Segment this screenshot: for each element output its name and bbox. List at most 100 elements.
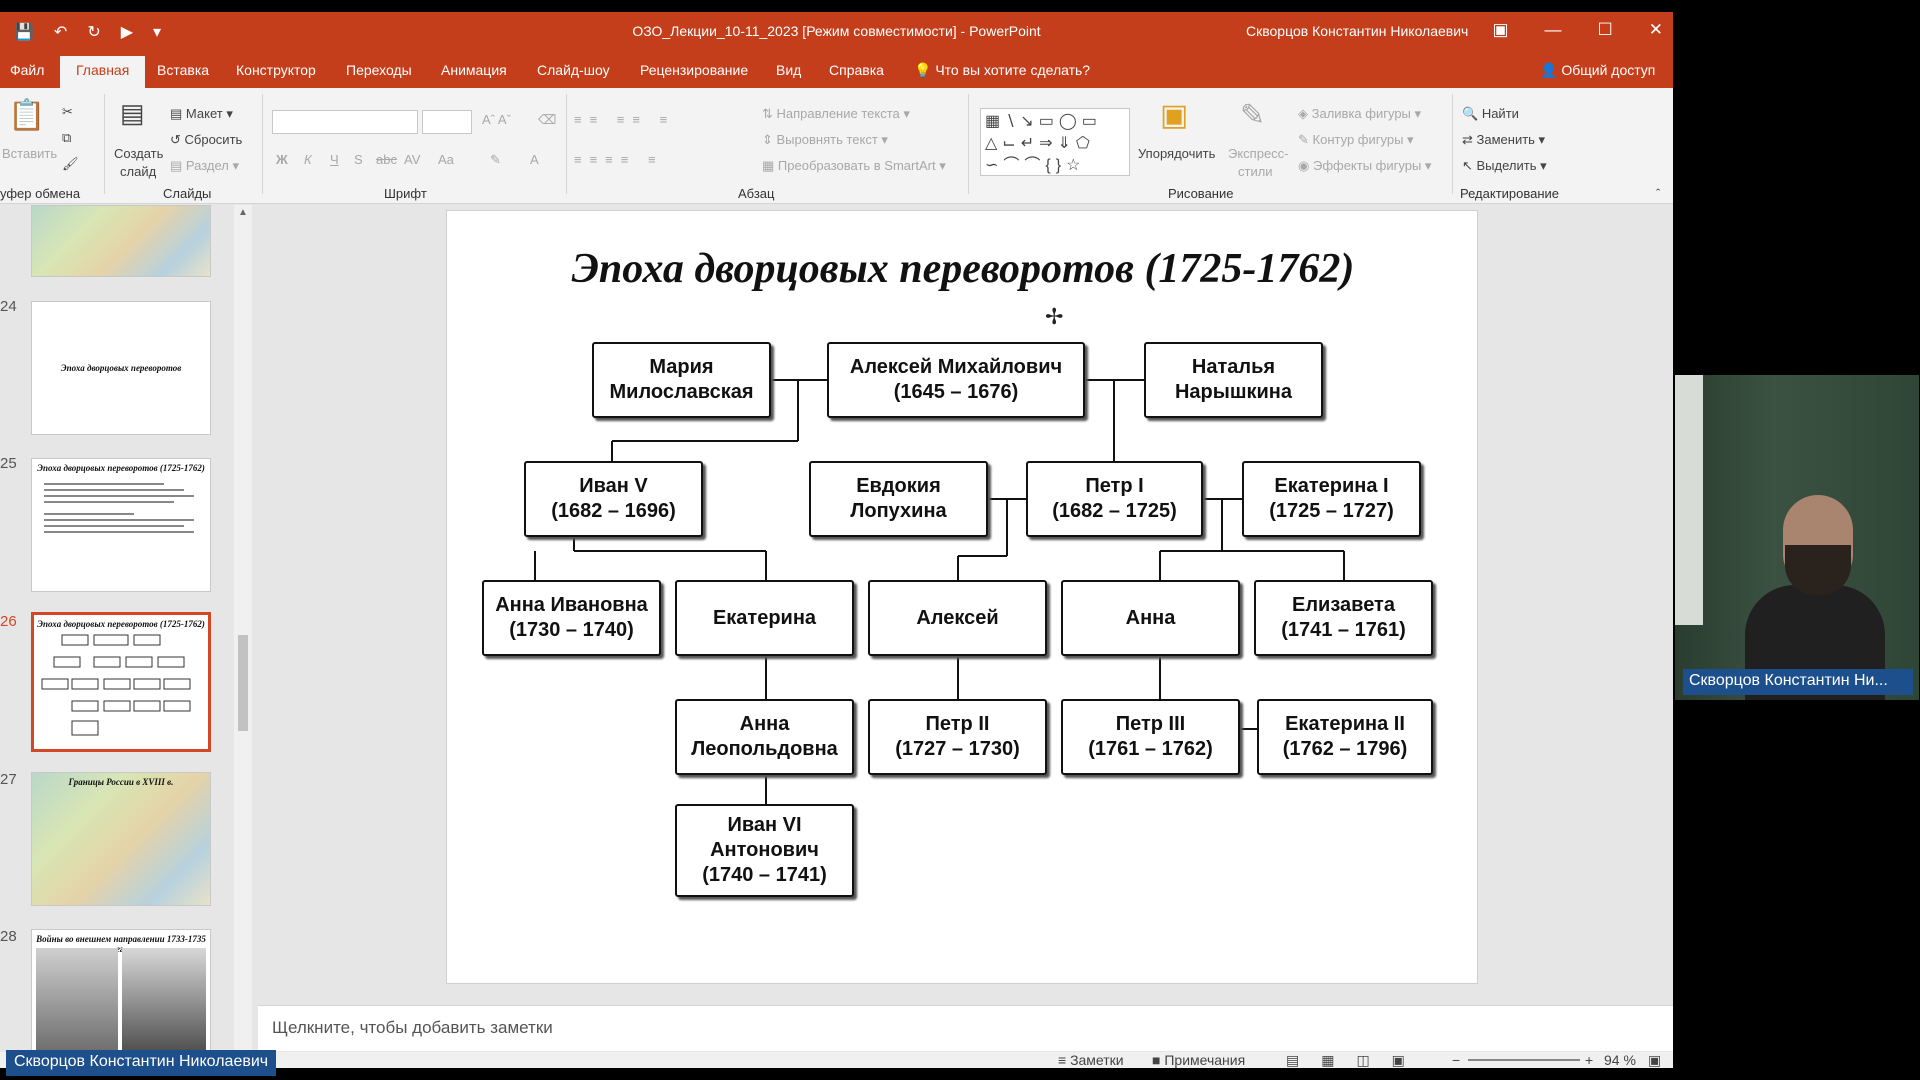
node-ekaterina-ii[interactable]: Екатерина II (1762 – 1796) [1257, 699, 1433, 775]
notes-toggle[interactable]: ≡ Заметки [1058, 1052, 1124, 1068]
thumbnail-slide-27[interactable]: Границы России в XVIII в. [31, 772, 211, 906]
node-anna[interactable]: Анна [1061, 580, 1240, 656]
highlight-icon[interactable]: ✎ [490, 152, 501, 167]
section-button[interactable]: ▤ Раздел ▾ [170, 158, 240, 173]
font-color-button[interactable]: A [530, 152, 539, 167]
quick-styles-label-1[interactable]: Экспресс- [1228, 146, 1289, 161]
start-from-beginning-icon[interactable]: ▶ [120, 24, 134, 41]
node-aleksei[interactable]: Алексей [868, 580, 1047, 656]
thumbnail-slide-24[interactable]: Эпоха дворцовых переворотов [31, 301, 211, 435]
view-buttons-icon[interactable]: ▤▦◫▣ [1286, 1052, 1427, 1068]
ribbon-display-icon[interactable]: ▣ [1492, 20, 1509, 39]
customize-qat-icon[interactable]: ▾ [153, 24, 162, 41]
format-painter-icon[interactable]: 🖌 [62, 156, 79, 171]
find-button[interactable]: 🔍 Найти [1462, 106, 1519, 121]
redo-icon[interactable]: ↻ [87, 24, 101, 41]
thumbnails-scrollbar[interactable]: ▲ ▼ [234, 205, 252, 1062]
text-direction-button[interactable]: ⇅ Направление текста ▾ [762, 106, 910, 121]
comments-toggle[interactable]: ■ Примечания [1152, 1052, 1246, 1068]
paste-button[interactable]: Вставить [2, 146, 58, 161]
tab-file[interactable]: Файл [10, 62, 45, 78]
character-spacing-button[interactable]: AV [404, 152, 421, 167]
notes-pane[interactable]: Щелкните, чтобы добавить заметки [258, 1005, 1673, 1051]
tab-design[interactable]: Конструктор [236, 62, 316, 78]
node-aleksei-mikhailovich[interactable]: Алексей Михайлович (1645 – 1676) [827, 342, 1085, 418]
zoom-level[interactable]: 94 % [1604, 1052, 1636, 1068]
share-button[interactable]: 👤 Общий доступ [1540, 62, 1656, 78]
layout-button[interactable]: ▤ Макет ▾ [170, 106, 233, 121]
zoom-slider[interactable] [1468, 1059, 1580, 1061]
save-icon[interactable]: 💾 [14, 24, 34, 41]
reset-button[interactable]: ↺ Сбросить [170, 132, 243, 147]
quick-styles-label-2[interactable]: стили [1238, 164, 1273, 179]
maximize-button[interactable]: ☐ [1597, 20, 1613, 39]
node-petr-ii[interactable]: Петр II (1727 – 1730) [868, 699, 1047, 775]
arrange-icon[interactable]: ▣ [1160, 99, 1189, 132]
node-ekaterina[interactable]: Екатерина [675, 580, 854, 656]
minimize-button[interactable]: — [1544, 20, 1562, 39]
list-buttons-icon[interactable]: ≡≡ ≡≡ ≡ [574, 112, 676, 127]
node-ekaterina-i[interactable]: Екатерина I (1725 – 1727) [1242, 461, 1421, 537]
node-anna-leopoldovna[interactable]: Анна Леопольдовна [675, 699, 854, 775]
font-grow-icon[interactable]: Aˆ Aˇ [482, 112, 511, 127]
tell-me-search[interactable]: 💡 Что вы хотите сделать? [914, 62, 1091, 78]
thumbnail-slide-26-selected[interactable]: Эпоха дворцовых переворотов (1725-1762) [31, 612, 211, 752]
collapse-ribbon-icon[interactable]: ˆ [1656, 186, 1661, 201]
node-petr-iii[interactable]: Петр III (1761 – 1762) [1061, 699, 1240, 775]
font-size-input[interactable] [422, 110, 472, 134]
tab-help[interactable]: Справка [829, 62, 884, 78]
node-maria-miloslavskaya[interactable]: Мария Милославская [592, 342, 771, 418]
change-case-button[interactable]: Aa [438, 152, 454, 167]
quick-styles-icon[interactable]: ✎ [1240, 99, 1266, 132]
scrollbar-thumb[interactable] [238, 635, 248, 731]
smartart-button[interactable]: ▦ Преобразовать в SmartArt ▾ [762, 158, 946, 173]
arrange-button[interactable]: Упорядочить [1138, 146, 1216, 161]
node-evdokia-lopukhina[interactable]: Евдокия Лопухина [809, 461, 988, 537]
tab-insert[interactable]: Вставка [157, 62, 210, 78]
copy-icon[interactable]: ⧉ [62, 130, 72, 145]
shape-outline-button[interactable]: ✎ Контур фигуры ▾ [1298, 132, 1414, 147]
thumbnail-slide-25[interactable]: Эпоха дворцовых переворотов (1725-1762) [31, 458, 211, 592]
underline-button[interactable]: Ч [330, 152, 339, 167]
shape-fill-button[interactable]: ◈ Заливка фигуры ▾ [1298, 106, 1422, 121]
tab-view[interactable]: Вид [776, 62, 802, 78]
fit-to-window-icon[interactable]: ▣ [1648, 1052, 1662, 1068]
strikethrough-button[interactable]: abc [376, 152, 397, 167]
node-elizaveta[interactable]: Елизавета (1741 – 1761) [1254, 580, 1433, 656]
tab-animations[interactable]: Анимация [441, 62, 507, 78]
italic-button[interactable]: К [304, 152, 312, 167]
cut-icon[interactable]: ✂ [62, 104, 73, 119]
shapes-gallery[interactable]: ▦∖↘▭◯▭△⌙↵⇒⇓⬠∽⌒⌒{}☆ [980, 108, 1130, 176]
new-slide-label-1[interactable]: Создать [114, 146, 164, 161]
new-slide-icon[interactable]: ▤ [120, 98, 145, 128]
font-name-input[interactable] [272, 110, 418, 134]
zoom-out-icon[interactable]: − [1452, 1052, 1461, 1068]
shadow-button[interactable]: S [354, 152, 363, 167]
zoom-in-icon[interactable]: + [1585, 1052, 1594, 1068]
node-anna-ivanovna[interactable]: Анна Ивановна (1730 – 1740) [482, 580, 661, 656]
select-button[interactable]: ↖ Выделить ▾ [1462, 158, 1547, 173]
node-natalya-naryshkina[interactable]: Наталья Нарышкина [1144, 342, 1323, 418]
shape-effects-button[interactable]: ◉ Эффекты фигуры ▾ [1298, 158, 1432, 173]
slide-canvas[interactable]: Эпоха дворцовых переворотов (1725-1762) [446, 210, 1478, 984]
tab-slideshow[interactable]: Слайд-шоу [537, 62, 610, 78]
clear-formatting-icon[interactable]: ⌫ [538, 112, 557, 127]
paste-icon[interactable]: 📋 [8, 99, 46, 132]
bold-button[interactable]: Ж [276, 152, 288, 167]
new-slide-label-2[interactable]: слайд [120, 164, 157, 179]
align-buttons-icon[interactable]: ≡≡≡≡ ≡ [574, 152, 664, 167]
replace-button[interactable]: ⇄ Заменить ▾ [1462, 132, 1546, 147]
scroll-up-icon[interactable]: ▲ [238, 207, 248, 218]
node-petr-i[interactable]: Петр I (1682 – 1725) [1026, 461, 1203, 537]
node-ivan-vi[interactable]: Иван VI Антонович (1740 – 1741) [675, 804, 854, 897]
thumbnail-slide-28[interactable]: Войны во внешнем направлении 1733-1735 г… [31, 929, 211, 1063]
tab-review[interactable]: Рецензирование [640, 62, 749, 78]
tab-home[interactable]: Главная [60, 56, 146, 88]
close-button[interactable]: ✕ [1648, 20, 1663, 39]
slide-title[interactable]: Эпоха дворцовых переворотов (1725-1762) [571, 246, 1355, 292]
thumbnail-slide-23[interactable] [31, 205, 211, 277]
node-ivan-v[interactable]: Иван V (1682 – 1696) [524, 461, 703, 537]
tab-transitions[interactable]: Переходы [346, 62, 412, 78]
undo-icon[interactable]: ↶ [53, 24, 68, 41]
align-text-button[interactable]: ⇕ Выровнять текст ▾ [762, 132, 888, 147]
